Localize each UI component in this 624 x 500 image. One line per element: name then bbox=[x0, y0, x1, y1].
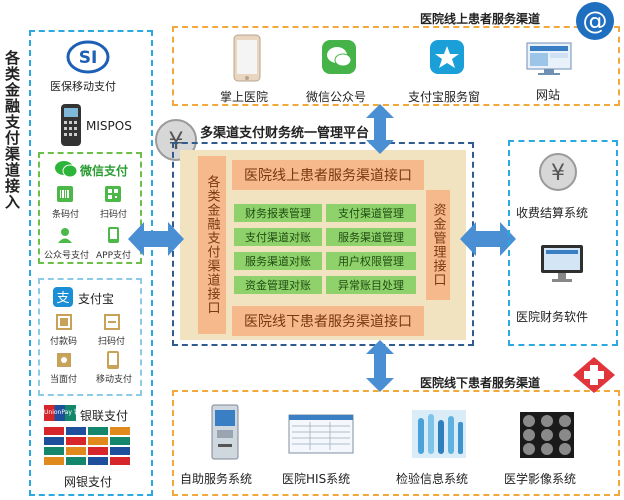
official-account-icon bbox=[56, 226, 74, 244]
wechat-pay-label: 微信支付 bbox=[80, 164, 129, 178]
right-system-0: 收费结算系统 bbox=[516, 206, 589, 220]
online-title: 医院线上患者服务渠道 bbox=[420, 12, 541, 26]
unionpay-label: 银联支付 bbox=[80, 409, 129, 423]
core-left-interface: 各类金融支付渠道接口 bbox=[198, 156, 226, 334]
his-screenshot-icon bbox=[288, 414, 354, 454]
offline-title: 医院线下患者服务渠道 bbox=[420, 376, 541, 390]
svg-text:SI: SI bbox=[79, 48, 98, 68]
wechat-mode-official: 公众号支付 bbox=[44, 251, 90, 261]
alipay-label: 支付宝 bbox=[78, 292, 115, 306]
arrow-right bbox=[460, 222, 516, 256]
mobile-pay-icon bbox=[106, 350, 120, 370]
right-system-1: 医院财务软件 bbox=[516, 310, 589, 324]
alipay-icon: 支 bbox=[52, 286, 74, 308]
alipay-mode-mobile: 移动支付 bbox=[96, 375, 133, 385]
finance-system-panel bbox=[508, 140, 618, 346]
core-cell-7: 异常账目处理 bbox=[326, 276, 416, 294]
arrow-left bbox=[128, 222, 184, 256]
wechat-icon bbox=[54, 160, 78, 178]
left-channel-panel bbox=[29, 30, 153, 496]
core-cell-4: 服务渠道对账 bbox=[234, 252, 322, 270]
unionpay-logo-icon: UnionPay 银联 bbox=[44, 405, 76, 421]
alipay-mode-paycode: 付款码 bbox=[50, 337, 78, 347]
core-bottom-interface: 医院线下患者服务渠道接口 bbox=[232, 306, 424, 336]
mispos-label: MISPOS bbox=[86, 119, 132, 133]
offline-channel-panel bbox=[172, 390, 620, 496]
monitor-icon bbox=[540, 244, 584, 284]
wechat-mode-app: APP支付 bbox=[96, 251, 132, 261]
face-pay-icon bbox=[56, 352, 72, 368]
hospital-cross-icon bbox=[572, 356, 616, 394]
wechat-pay-box bbox=[38, 152, 142, 264]
yibao-logo-icon: SI bbox=[66, 40, 110, 74]
lab-test-tubes-icon bbox=[412, 410, 466, 458]
scan-pay-icon bbox=[104, 185, 122, 203]
yuan-billing-icon: ¥ bbox=[538, 152, 578, 192]
offline-channel-3: 医学影像系统 bbox=[504, 472, 577, 486]
platform-title: 多渠道支付财务统一管理平台 bbox=[200, 126, 370, 141]
medical-imaging-icon bbox=[520, 412, 574, 458]
alipay-mode-scan: 扫码付 bbox=[98, 337, 126, 347]
core-top-interface: 医院线上患者服务渠道接口 bbox=[232, 160, 424, 190]
at-sign-icon: @ bbox=[574, 0, 616, 42]
yibao-label: 医保移动支付 bbox=[50, 80, 116, 93]
core-right-interface: 资金管理接口 bbox=[426, 190, 450, 300]
wechat-mode-scan: 扫码付 bbox=[100, 210, 128, 220]
offline-channel-2: 检验信息系统 bbox=[396, 472, 469, 486]
arrow-top bbox=[366, 104, 394, 154]
core-cell-0: 财务报表管理 bbox=[234, 204, 322, 222]
website-icon bbox=[526, 42, 572, 76]
alipay-window-icon bbox=[430, 40, 464, 74]
online-channel-0: 掌上医院 bbox=[220, 90, 269, 104]
arrow-bottom bbox=[366, 340, 394, 392]
left-title: 各类金融支付渠道接入 bbox=[3, 50, 21, 210]
pos-terminal-icon bbox=[58, 103, 84, 147]
online-channel-1: 微信公众号 bbox=[306, 90, 367, 104]
phone-icon bbox=[228, 34, 266, 82]
core-cell-1: 支付渠道管理 bbox=[326, 204, 416, 222]
offline-channel-0: 自助服务系统 bbox=[180, 472, 253, 486]
svg-text:¥: ¥ bbox=[551, 161, 565, 186]
alipay-mode-face: 当面付 bbox=[50, 375, 78, 385]
netbank-label: 网银支付 bbox=[64, 475, 113, 489]
svg-text:@: @ bbox=[583, 6, 608, 35]
online-channel-2: 支付宝服务窗 bbox=[408, 90, 481, 104]
core-cell-5: 用户权限管理 bbox=[326, 252, 416, 270]
svg-text:支: 支 bbox=[56, 291, 69, 306]
core-cell-3: 服务渠道管理 bbox=[326, 228, 416, 246]
barcode-pay-icon bbox=[56, 185, 74, 203]
online-channel-3: 网站 bbox=[536, 88, 561, 102]
self-service-kiosk-icon bbox=[210, 404, 240, 460]
core-cell-2: 支付渠道对账 bbox=[234, 228, 322, 246]
wechat-mode-barcode: 条码付 bbox=[52, 210, 80, 220]
bank-logos-icon bbox=[44, 427, 132, 465]
wechat-official-icon bbox=[322, 40, 356, 74]
app-pay-icon bbox=[104, 226, 122, 244]
alipay-box bbox=[38, 278, 142, 396]
pay-code-icon bbox=[56, 314, 72, 330]
core-cell-6: 资金管理对账 bbox=[234, 276, 322, 294]
alipay-scan-icon bbox=[104, 314, 120, 330]
offline-channel-1: 医院HIS系统 bbox=[282, 472, 351, 486]
online-channel-panel bbox=[172, 26, 620, 106]
